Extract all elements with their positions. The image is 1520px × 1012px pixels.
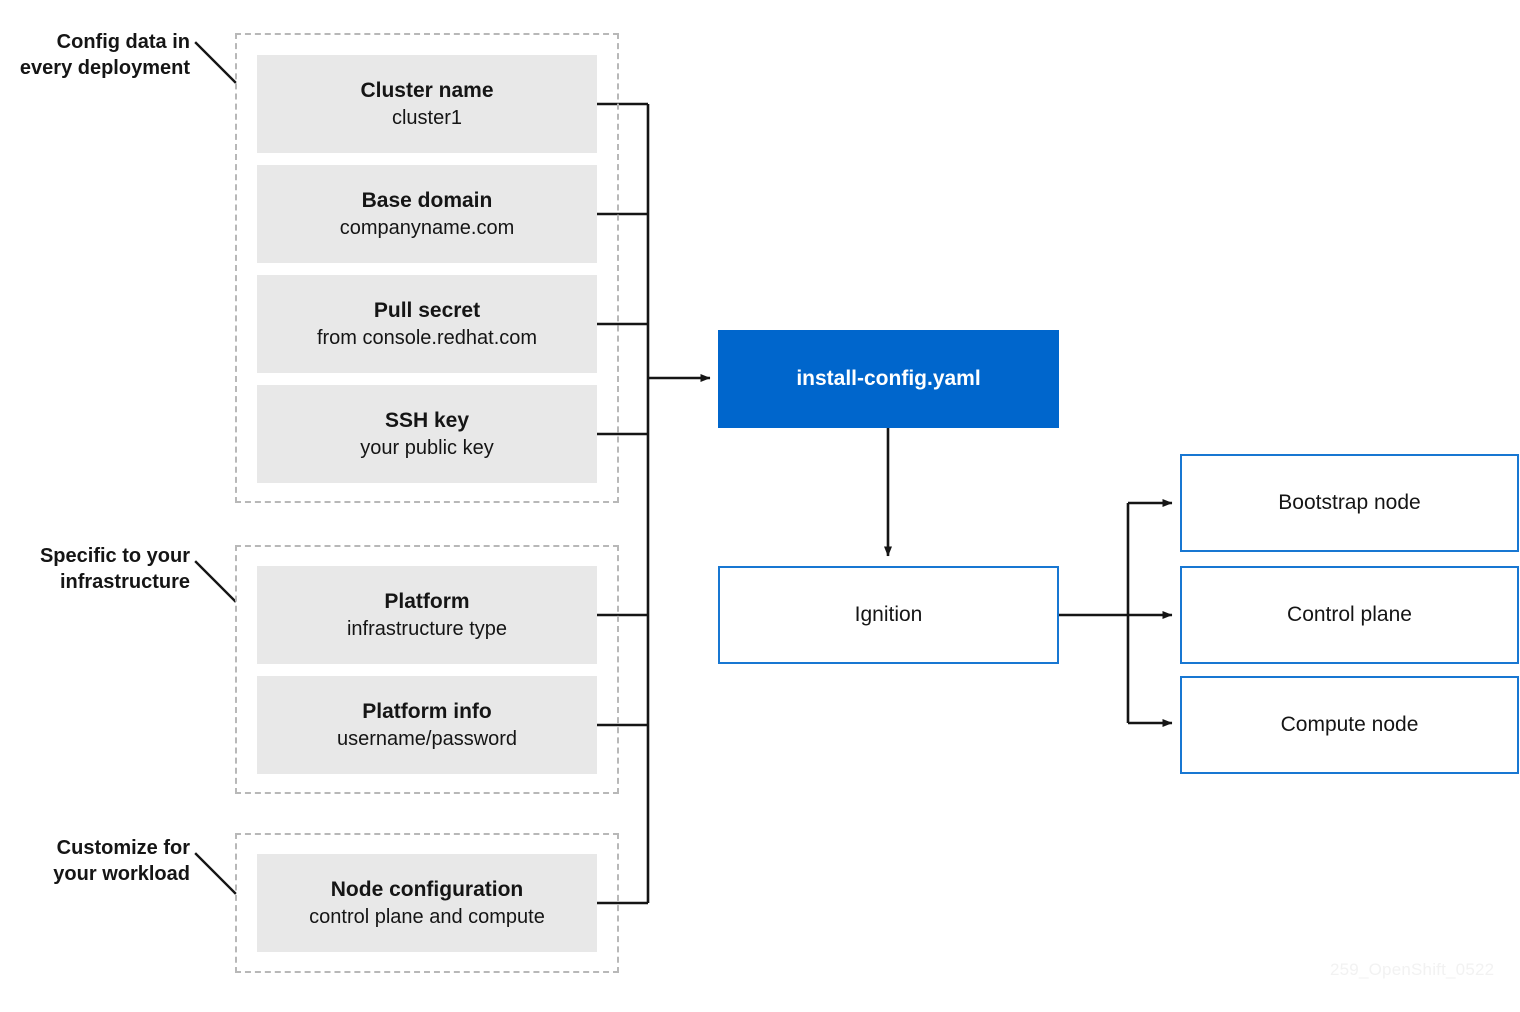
ignition-box[interactable]: Ignition bbox=[718, 566, 1059, 664]
config-item-title: Node configuration bbox=[330, 877, 524, 901]
bootstrap-node-label: Bootstrap node bbox=[1278, 491, 1421, 514]
config-item-subtitle: cluster1 bbox=[391, 107, 463, 130]
group-label-workload: Customize for your workload bbox=[53, 837, 190, 885]
config-item-subtitle: infrastructure type bbox=[346, 618, 508, 641]
group-container-infrastructure bbox=[235, 545, 619, 794]
install-config-yaml-box[interactable]: install-config.yaml bbox=[718, 330, 1059, 428]
compute-node-label: Compute node bbox=[1280, 713, 1419, 736]
config-item-title: Pull secret bbox=[373, 298, 481, 322]
config-item-subtitle: your public key bbox=[360, 437, 494, 460]
watermark-label: 259_OpenShift_0522 bbox=[1330, 960, 1495, 979]
config-item-subtitle: control plane and compute bbox=[309, 906, 545, 929]
compute-node-box[interactable]: Compute node bbox=[1180, 676, 1519, 774]
config-item-ssh-key[interactable]: SSH key your public key bbox=[257, 385, 597, 483]
config-item-base-domain[interactable]: Base domain companyname.com bbox=[257, 165, 597, 263]
config-item-subtitle: username/password bbox=[336, 728, 518, 751]
leader-line-workload bbox=[194, 852, 237, 895]
config-item-title: Base domain bbox=[361, 188, 493, 212]
group-label-infrastructure: Specific to your infrastructure bbox=[39, 545, 190, 593]
config-item-platform-info[interactable]: Platform info username/password bbox=[257, 676, 597, 774]
install-config-yaml-label: install-config.yaml bbox=[796, 367, 981, 390]
config-item-title: Platform info bbox=[362, 699, 492, 723]
ignition-label: Ignition bbox=[854, 603, 923, 626]
config-item-cluster-name[interactable]: Cluster name cluster1 bbox=[257, 55, 597, 153]
config-item-node-configuration[interactable]: Node configuration control plane and com… bbox=[257, 854, 597, 952]
control-plane-box[interactable]: Control plane bbox=[1180, 566, 1519, 664]
config-item-subtitle: from console.redhat.com bbox=[316, 327, 538, 350]
config-item-title: SSH key bbox=[384, 408, 470, 432]
config-item-subtitle: companyname.com bbox=[339, 217, 515, 240]
group-container-every-deployment bbox=[235, 33, 619, 503]
control-plane-label: Control plane bbox=[1287, 603, 1412, 626]
config-item-title: Cluster name bbox=[360, 78, 494, 102]
config-item-title: Platform bbox=[384, 589, 470, 613]
group-label-every-deployment: Config data in every deployment bbox=[19, 31, 190, 79]
bootstrap-node-box[interactable]: Bootstrap node bbox=[1180, 454, 1519, 552]
config-item-platform[interactable]: Platform infrastructure type bbox=[257, 566, 597, 664]
group-container-workload bbox=[235, 833, 619, 973]
leader-line-infrastructure bbox=[194, 560, 237, 603]
config-item-pull-secret[interactable]: Pull secret from console.redhat.com bbox=[257, 275, 597, 373]
leader-line-every-deployment bbox=[194, 41, 237, 84]
